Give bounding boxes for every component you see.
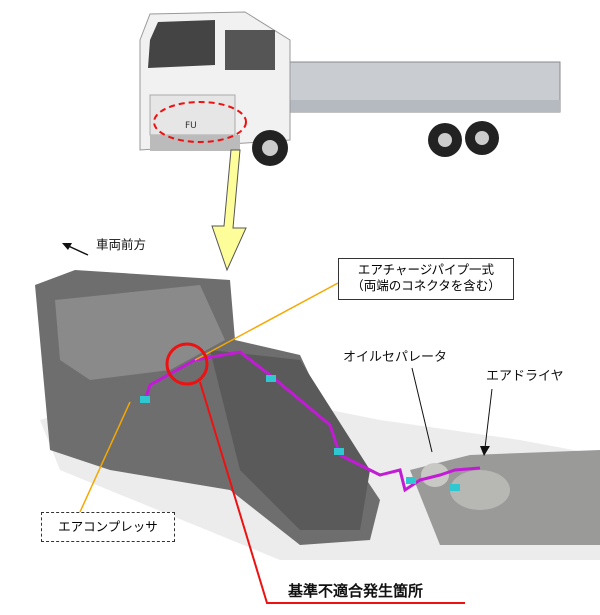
front-direction-arrow (62, 243, 89, 256)
oil-separator-label: オイルセパレータ (343, 350, 448, 365)
nonconformity-circle (165, 342, 209, 386)
engine-chassis-image (35, 270, 600, 560)
yellow-down-arrow (211, 149, 247, 272)
truck-image: FU (139, 11, 561, 166)
nonconformity-location-label: 基準不適合発生箇所 (288, 582, 424, 600)
air-charge-pipe-label-line1: エアチャージパイプ一式 (357, 262, 495, 277)
air-charge-pipe-label: エアチャージパイプ一式 （両端のコネクタを含む） (338, 258, 514, 300)
red-dashed-highlight (153, 101, 247, 143)
air-charge-pipe-label-line2: （両端のコネクタを含む） (351, 278, 501, 294)
truck-badge: FU (185, 121, 197, 131)
nonconformity-leader (199, 381, 465, 604)
air-dryer-label: エアドライヤ (486, 369, 564, 384)
air-compressor-label: エアコンプレッサ (41, 512, 175, 542)
vehicle-front-label: 車両前方 (96, 237, 147, 252)
